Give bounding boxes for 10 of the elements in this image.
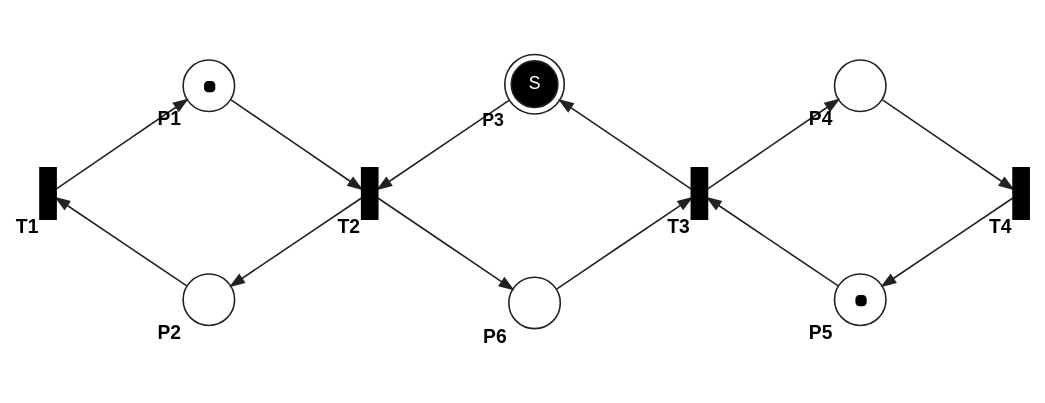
node-label: T1: [15, 215, 39, 237]
node-label: P1: [157, 107, 182, 129]
node-label: P2: [157, 321, 182, 343]
node-label: P6: [483, 324, 507, 346]
node-label: P3: [482, 109, 504, 130]
node-label: T2: [337, 215, 361, 237]
node-label: T4: [988, 215, 1012, 237]
node-label: P5: [808, 321, 833, 343]
node-label: P4: [808, 107, 833, 129]
node-label: T3: [667, 215, 690, 237]
